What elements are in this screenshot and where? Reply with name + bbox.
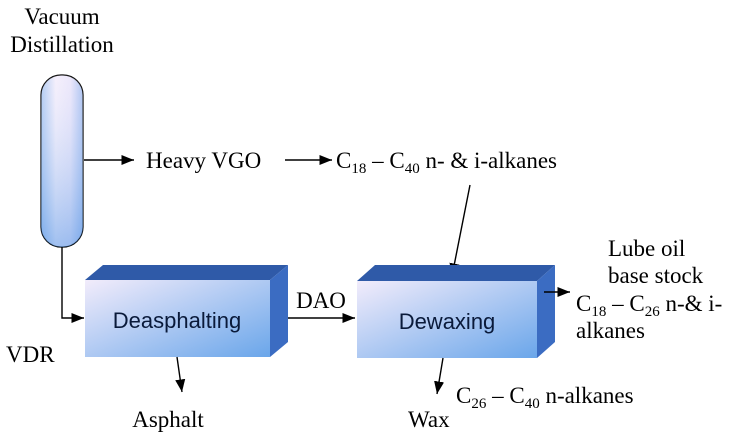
vgo-composition: C18 – C40 n- & i-alkanes — [336, 148, 557, 177]
dewaxing-unit — [357, 265, 555, 358]
vdr-label: VDR — [6, 342, 55, 367]
arrow-to-asphalt — [175, 356, 186, 393]
dao-label: DAO — [296, 288, 346, 313]
wax-label: Wax — [408, 407, 450, 432]
arrow-to-wax — [434, 357, 445, 395]
column-title-line2: Distillation — [10, 32, 114, 57]
dewaxing-label: Dewaxing — [399, 309, 496, 334]
heavy-vgo-label: Heavy VGO — [146, 148, 261, 173]
wax-composition: C26 – C40 n-alkanes — [456, 383, 634, 412]
deasphalting-unit — [85, 265, 288, 357]
asphalt-label: Asphalt — [132, 407, 204, 432]
deasphalting-label: Deasphalting — [113, 308, 241, 333]
lube-composition: C18 – C26 n-& i- — [576, 291, 722, 320]
lube-oil-line2: base stock — [608, 263, 704, 288]
lube-composition-line2: alkanes — [576, 318, 645, 343]
arrow-vdr-to-deasphalting — [61, 247, 84, 324]
lube-oil-line1: Lube oil — [608, 236, 685, 261]
distillation-column — [40, 74, 84, 248]
column-title-line1: Vacuum — [24, 4, 99, 29]
arrow-composition-to-dewaxing — [449, 184, 471, 277]
